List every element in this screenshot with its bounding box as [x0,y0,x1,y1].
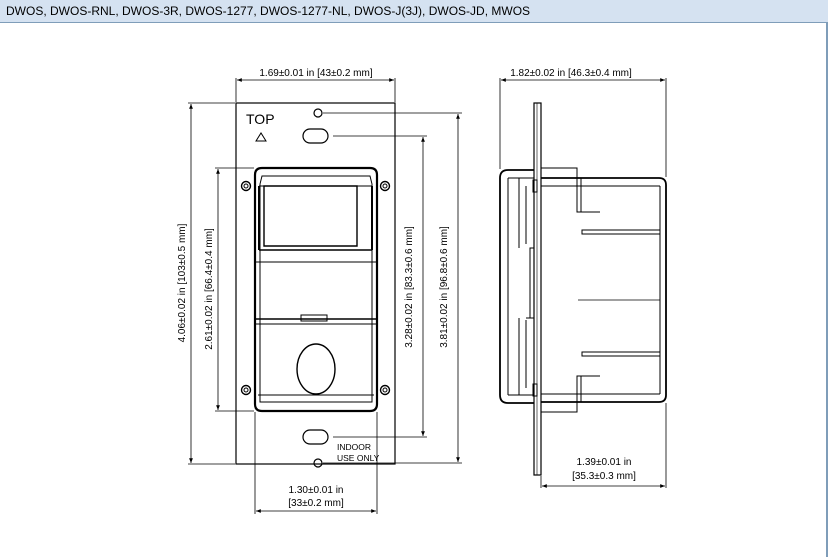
side-body-depth-label-in: 1.39±0.01 in [577,457,632,468]
lens-window [263,185,358,247]
wall-plate-outline [235,102,396,465]
device-inner-frame [259,175,373,403]
use-only-label: USE ONLY [337,453,380,463]
bottom-slot-icon [302,429,329,445]
bottom-width-dimension-label-in: 1.30±0.01 in [289,485,344,496]
side-front-face [499,169,534,404]
top-triangle-icon [255,132,267,142]
mount-screw-icon [379,384,391,396]
header-bar: DWOS, DWOS-RNL, DWOS-3R, DWOS-1277, DWOS… [0,0,828,23]
lens-height-dimension-label: 2.61±0.02 in [66.4±0.4 mm] [204,228,215,350]
side-tab [576,178,582,213]
push-button-oval [296,343,336,395]
right-border [826,23,828,557]
total-height-dimension-label: 4.06±0.02 in [103±0.5 mm] [177,223,188,342]
mount-screw-icon [379,180,391,192]
indoor-label: INDOOR [337,442,371,452]
top-screw-icon [313,108,323,118]
side-tab [576,375,582,402]
side-wall-plate [533,102,542,476]
side-back-box [541,177,667,403]
bottom-width-dimension-label-mm: [33±0.2 mm] [288,498,344,509]
bottom-screw-icon [313,458,323,468]
top-label: TOP [246,111,275,127]
side-depth-dimension-label: 1.82±0.02 in [46.3±0.4 mm] [510,68,632,79]
top-slot-icon [302,128,329,144]
mount-hole-dimension-label: 3.28±0.02 in [83.3±0.6 mm] [404,226,415,348]
side-view [499,102,667,476]
plate-hole-dimension-label: 3.81±0.02 in [96.8±0.6 mm] [439,226,450,348]
front-dimensions [188,78,462,514]
device-body-outline [253,166,379,413]
front-view [235,102,396,468]
mount-screw-icon [240,180,252,192]
button-tab [300,314,328,322]
mount-screw-icon [240,384,252,396]
side-dimensions [499,78,667,488]
side-clip [540,401,578,413]
page-title: DWOS, DWOS-RNL, DWOS-3R, DWOS-1277, DWOS… [6,4,531,18]
side-body-depth-label-mm: [35.3±0.3 mm] [572,471,636,482]
width-dimension-label: 1.69±0.01 in [43±0.2 mm] [259,68,372,79]
side-clip [540,167,578,179]
